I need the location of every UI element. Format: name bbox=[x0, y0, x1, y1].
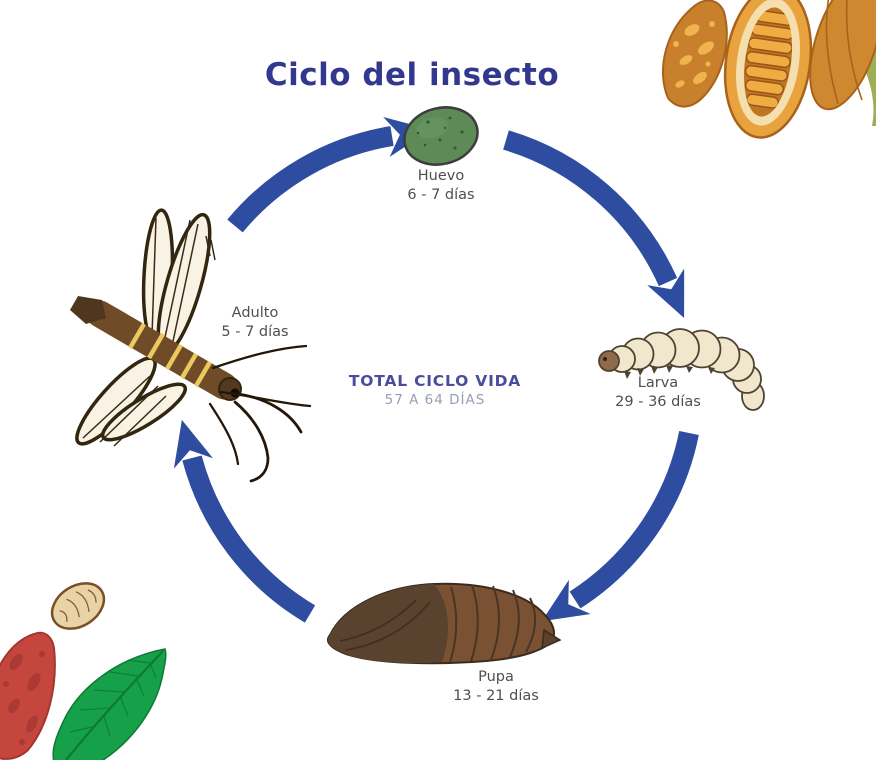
stage-name: Larva bbox=[637, 375, 679, 391]
arrow-larva-to-pupa-icon bbox=[541, 431, 699, 622]
stage-label-huevo: Huevo 6 - 7 días bbox=[356, 167, 526, 205]
adult-moth-illustration bbox=[70, 208, 312, 483]
cycle-arrows bbox=[173, 116, 699, 623]
larva-illustration bbox=[598, 328, 765, 411]
total-cycle-label: TOTAL CICLO VIDA 57 A 64 DÍAS bbox=[325, 372, 545, 408]
egg-illustration bbox=[403, 106, 479, 166]
stage-label-pupa: Pupa 13 - 21 días bbox=[411, 668, 581, 706]
cacao-bean-illustration bbox=[50, 582, 106, 630]
stage-duration: 13 - 21 días bbox=[453, 688, 539, 705]
total-cycle-title: TOTAL CICLO VIDA bbox=[348, 372, 522, 390]
stage-duration: 6 - 7 días bbox=[407, 187, 475, 204]
total-cycle-value: 57 A 64 DÍAS bbox=[384, 392, 486, 408]
red-cacao-pod-illustration bbox=[0, 631, 56, 760]
page-title: Ciclo del insecto bbox=[264, 56, 560, 93]
stage-label-larva: Larva 29 - 36 días bbox=[573, 374, 743, 412]
stage-name: Huevo bbox=[417, 168, 465, 184]
stage-name: Pupa bbox=[478, 669, 514, 685]
arrow-pupa-to-adult-icon bbox=[173, 419, 316, 623]
arrow-adult-to-egg-icon bbox=[227, 116, 431, 233]
stage-label-adulto: Adulto 5 - 7 días bbox=[170, 304, 340, 342]
stage-duration: 29 - 36 días bbox=[615, 394, 701, 411]
stage-duration: 5 - 7 días bbox=[221, 324, 289, 341]
stage-name: Adulto bbox=[231, 305, 279, 321]
cacao-leaf-illustration bbox=[52, 648, 167, 760]
pupa-illustration bbox=[327, 582, 562, 665]
arrow-egg-to-larva-icon bbox=[503, 130, 685, 319]
cacao-pods-illustration bbox=[661, 0, 876, 139]
